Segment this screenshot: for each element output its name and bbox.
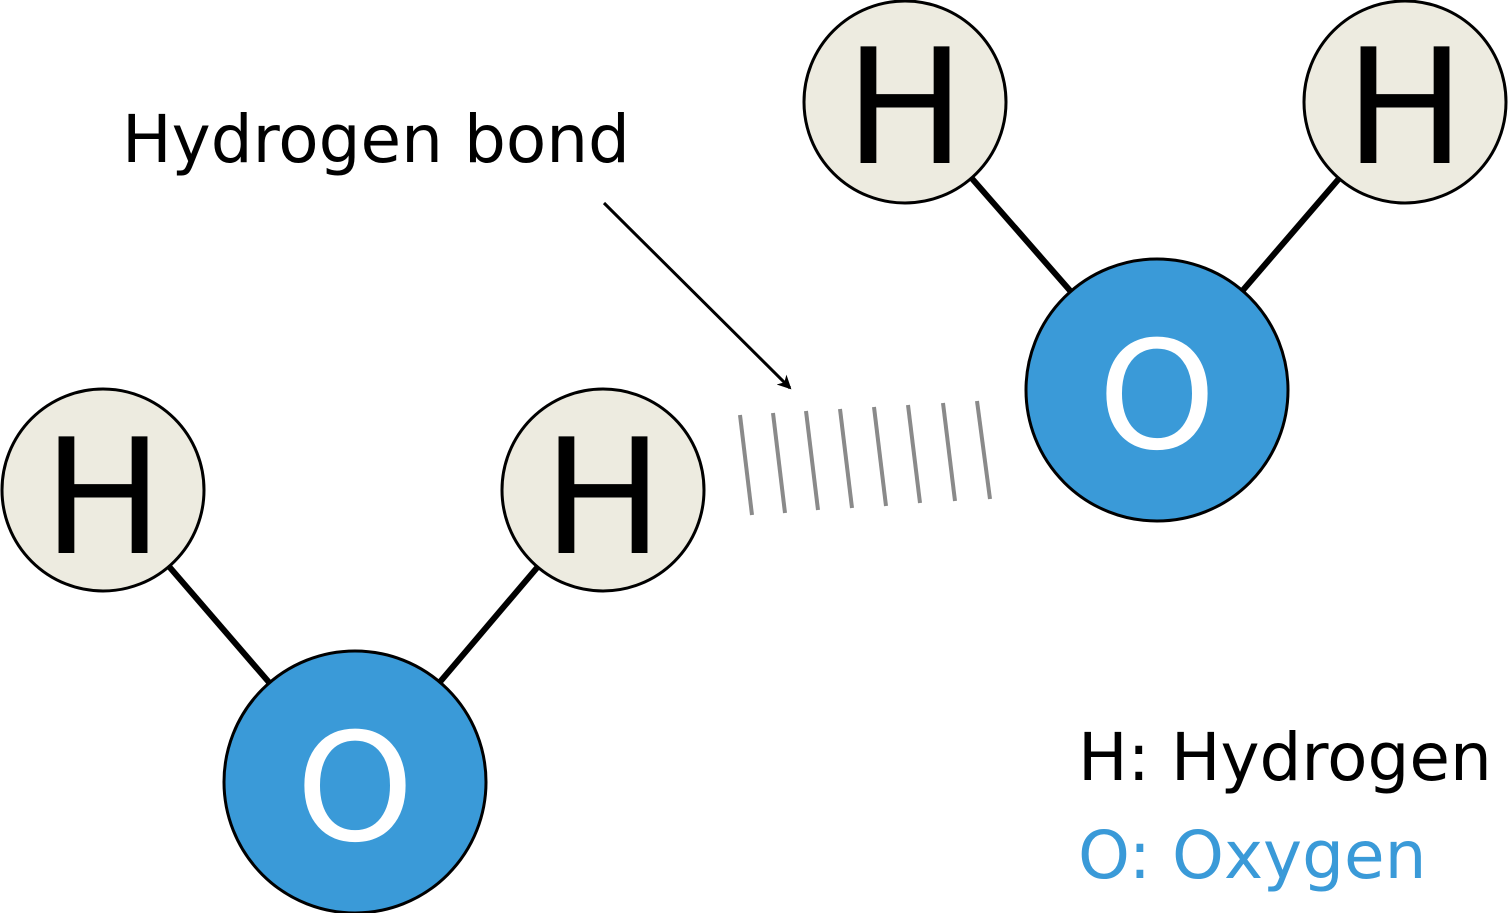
- atom-symbol-oxygen: O: [1098, 310, 1216, 484]
- hbond-dash: [804, 410, 820, 511]
- atom-symbol-hydrogen: H: [845, 14, 965, 201]
- hydrogen-bond-label: Hydrogen bond: [122, 101, 630, 178]
- hydrogen-bond-dashes: [738, 400, 992, 516]
- oxygen-atom: O: [1024, 257, 1290, 523]
- hydrogen-atom: H: [802, 0, 1008, 205]
- hydrogen-atom: H: [1302, 0, 1508, 205]
- atom-symbol-oxygen: O: [296, 702, 414, 876]
- atom-symbol-hydrogen: H: [543, 404, 663, 591]
- hbond-dash: [975, 400, 992, 500]
- hbond-dash: [838, 408, 854, 509]
- hbond-dash: [771, 412, 787, 514]
- hydrogen-atom: H: [0, 387, 206, 593]
- legend-hydrogen: H: Hydrogen: [1078, 719, 1492, 796]
- hbond-dash: [872, 406, 888, 507]
- hbond-dash: [906, 404, 922, 504]
- hydrogen-atom: H: [500, 387, 706, 593]
- hbond-dash: [941, 402, 957, 502]
- legend-oxygen: O: Oxygen: [1078, 817, 1426, 894]
- atom-symbol-hydrogen: H: [1345, 14, 1465, 201]
- annotation-arrow: [602, 201, 792, 390]
- hbond-dash: [738, 414, 754, 516]
- oxygen-atom: O: [222, 649, 488, 913]
- atom-symbol-hydrogen: H: [43, 404, 163, 591]
